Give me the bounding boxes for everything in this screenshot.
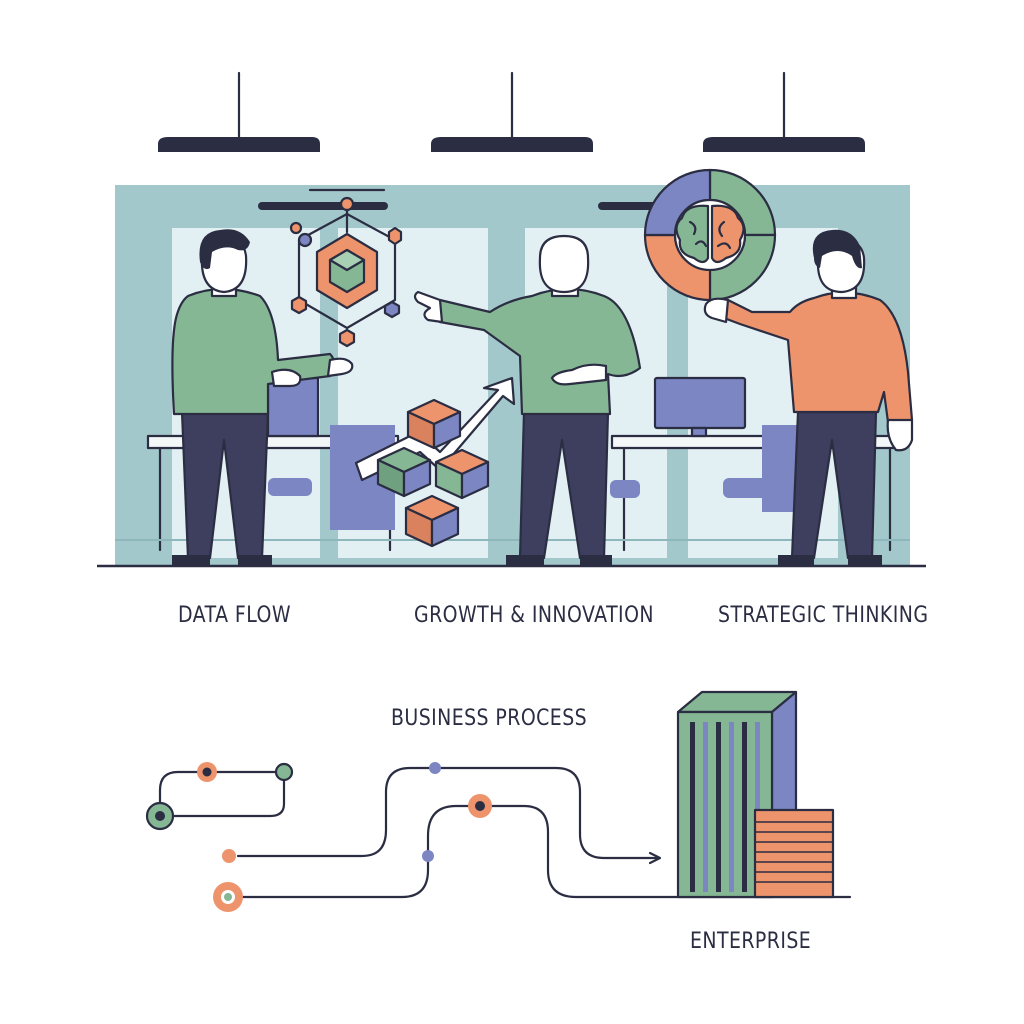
caption-strategic-thinking: STRATEGIC THINKING bbox=[718, 603, 929, 628]
enterprise-building-icon bbox=[676, 690, 835, 899]
brain-pie-icon bbox=[643, 168, 777, 314]
caption-growth-innovation: GROWTH & INNOVATION bbox=[414, 603, 654, 628]
growth-cubes-arrow-icon bbox=[354, 376, 516, 548]
building-window-stripes bbox=[690, 722, 760, 892]
caption-business-process: BUSINESS PROCESS bbox=[391, 706, 588, 731]
monitors bbox=[266, 376, 747, 438]
ceiling-lamps bbox=[158, 71, 865, 152]
person-strategic bbox=[703, 229, 914, 566]
person-growth bbox=[413, 234, 642, 566]
hexagon-network-icon bbox=[289, 188, 403, 348]
caption-data-flow: DATA FLOW bbox=[178, 603, 291, 628]
person-data-flow bbox=[171, 229, 354, 566]
business-process-lines bbox=[145, 762, 852, 912]
annex-stripes bbox=[756, 821, 832, 883]
caption-enterprise: ENTERPRISE bbox=[690, 929, 812, 954]
